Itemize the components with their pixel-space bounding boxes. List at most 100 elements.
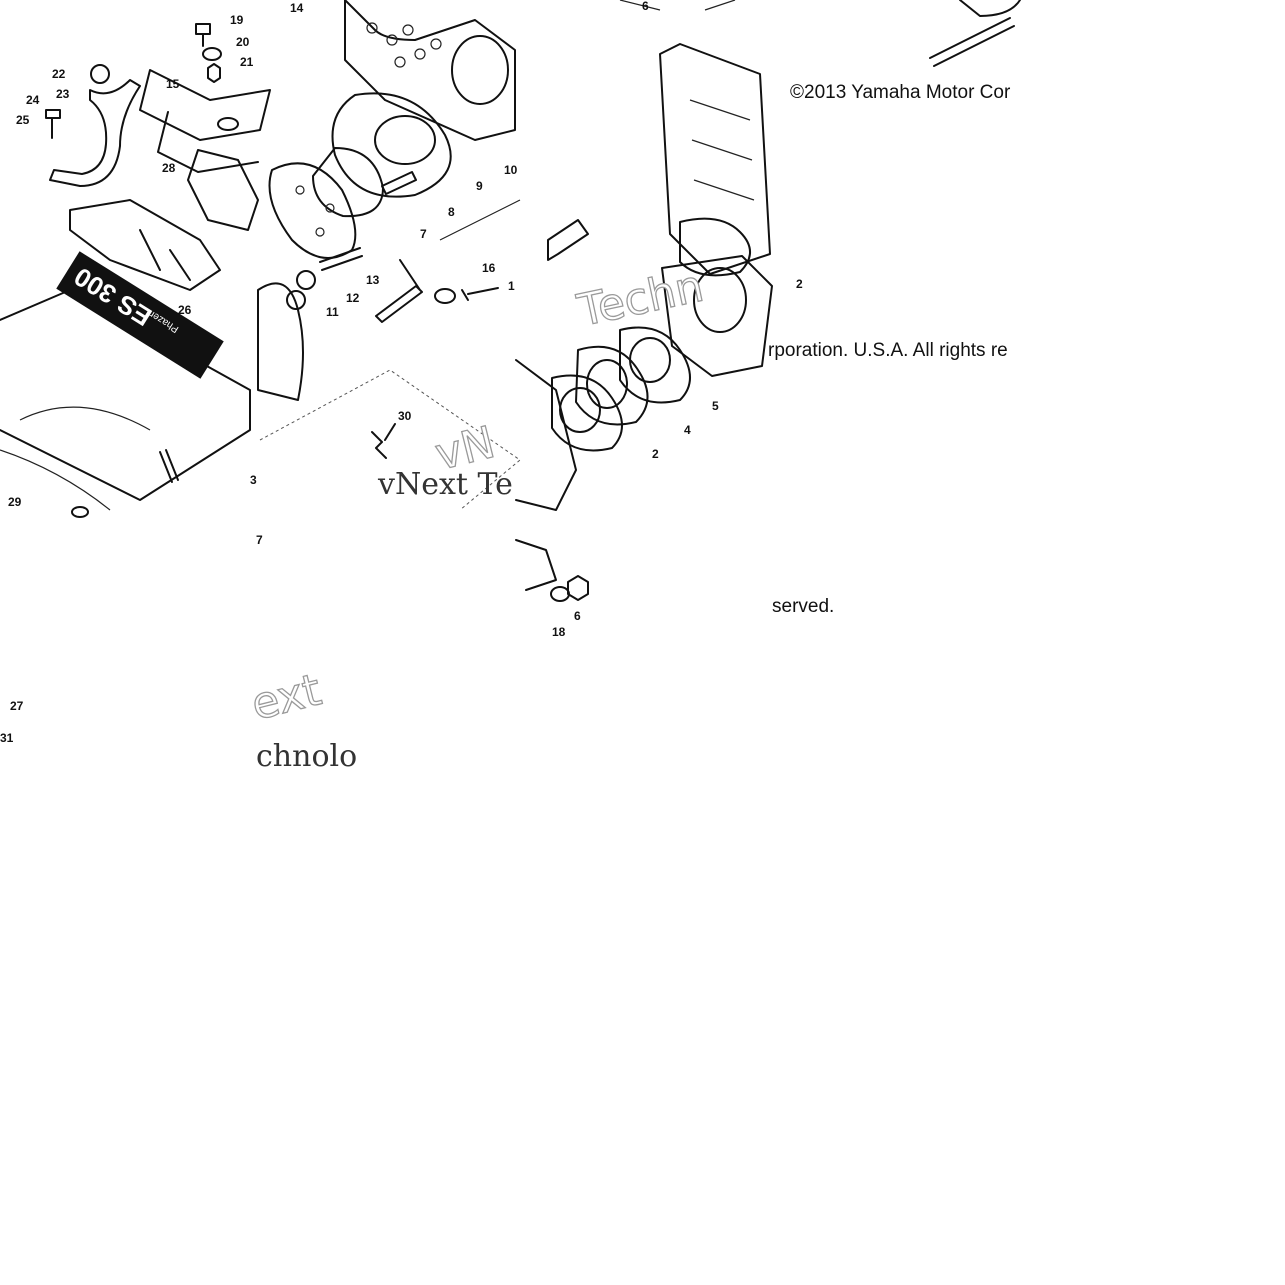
callout-30: 30	[398, 409, 412, 423]
collar-21-shape	[207, 63, 221, 83]
block-hole	[394, 56, 406, 68]
block-hole	[402, 24, 414, 36]
callout-3: 4	[684, 423, 691, 437]
engine-lower-shape	[515, 359, 577, 511]
nut-6-shape	[567, 575, 589, 601]
callout-11: 10	[504, 163, 518, 177]
dashed-outline-shape	[259, 369, 521, 511]
fwd-arrow-icon	[547, 219, 589, 261]
callout-18: 16	[482, 261, 496, 275]
block-fins-shape	[689, 99, 755, 201]
bolt-19-shape	[195, 23, 211, 47]
mount-shape	[515, 539, 557, 591]
callout-13: 12	[346, 291, 360, 305]
stud-top-right-shape	[929, 17, 1015, 67]
plate-hole	[315, 227, 325, 237]
right-assembly	[515, 0, 1021, 602]
callout-5: 18	[552, 625, 566, 639]
gasket-2-upper-shape	[679, 217, 751, 277]
cylinder-block-shape	[344, 0, 516, 141]
cover-contour-shape	[0, 406, 151, 511]
callout-labels: 19 20 21 22 23 24 25 15 28 26 29 14 10 9…	[0, 0, 803, 745]
gasket-10-hole	[374, 115, 436, 165]
callout-26: 26	[178, 303, 192, 317]
callout-24: 24	[26, 93, 40, 107]
left-assembly: ES 300 Phazer	[0, 23, 271, 518]
callout-7-left: 7	[256, 533, 263, 547]
carburetor-block-shape	[69, 199, 221, 291]
strap-23-shape	[49, 79, 141, 187]
watermark-chnolo: chnolo	[256, 739, 357, 774]
stud-9-shape	[381, 171, 417, 195]
bracket-hole-shape	[217, 117, 239, 131]
washer-20-shape	[202, 47, 222, 61]
engine-casing-shape	[257, 282, 304, 401]
callout-27: 27	[10, 699, 24, 713]
callout-4: 5	[712, 399, 719, 413]
washer-18-shape	[434, 288, 456, 304]
center-assembly	[257, 0, 521, 511]
leader-line	[704, 0, 736, 11]
callout-7: 6	[642, 0, 649, 13]
callout-16: 15	[166, 77, 180, 91]
block-hole	[414, 48, 426, 60]
decal-background-shape	[56, 251, 224, 379]
callout-2-upper: 2	[796, 277, 803, 291]
callout-12: 11	[326, 305, 339, 319]
nut-22-shape	[90, 64, 110, 84]
bracket-shape	[375, 259, 423, 323]
washer-13-shape	[296, 270, 316, 290]
gasket-8-shape	[312, 147, 384, 218]
plate-hole	[295, 185, 305, 195]
watermark: Techn vN vNext Te ext chnolo	[246, 260, 709, 774]
block-hole	[366, 22, 378, 34]
spring-3-shape	[159, 449, 179, 483]
callout-29: 29	[8, 495, 22, 509]
leader-line	[439, 199, 521, 241]
carburetor-bore	[693, 267, 747, 333]
pin-30-shape	[371, 423, 396, 459]
callout-9: 8	[448, 205, 455, 219]
bracket-16-shape	[139, 69, 271, 173]
bolt-1-shape	[461, 287, 499, 301]
callout-21: 21	[240, 55, 254, 69]
block-holes	[366, 22, 442, 68]
gasket-bore	[559, 387, 601, 433]
callout-3-left: 3	[250, 473, 257, 487]
gasket-10-shape	[331, 92, 452, 198]
block-hole	[430, 38, 442, 50]
bolt-14-shape	[319, 247, 363, 271]
washer-12-shape	[286, 290, 306, 310]
callout-14: 13	[366, 273, 380, 287]
insulator-4-shape	[619, 326, 691, 404]
watermark-vnext-tec: vNext Te	[377, 467, 513, 502]
callout-8: 7	[420, 227, 427, 241]
cover-29-shape	[0, 289, 251, 501]
bracket-top-right-shape	[959, 0, 1021, 17]
callout-15: 14	[290, 1, 304, 15]
grommet-shape	[71, 506, 89, 518]
engine-block-right-shape	[659, 43, 771, 275]
callout-2-lower: 2	[652, 447, 659, 461]
spacer-bore	[586, 359, 628, 409]
part-28-shape	[187, 149, 259, 231]
callout-6: 6	[574, 609, 581, 623]
callout-22: 22	[52, 67, 66, 81]
insulator-bore	[629, 337, 671, 383]
bolt-24-shape	[45, 109, 61, 139]
cylinder-bore-shape	[451, 35, 509, 105]
callout-20: 20	[236, 35, 250, 49]
callout-19: 19	[230, 13, 244, 27]
callout-25: 25	[16, 113, 30, 127]
copyright-notice: ©2013 Yamaha Motor Cor rporation. U.S.A.…	[768, 82, 1011, 617]
copyright-line-1: ©2013 Yamaha Motor Cor	[790, 82, 1011, 103]
washer-5-shape	[550, 586, 570, 602]
spacer-3-shape	[575, 345, 649, 426]
leader-line	[619, 0, 661, 11]
block-hole	[386, 34, 398, 46]
carburetor-shape	[661, 255, 773, 377]
callout-10: 9	[476, 179, 483, 193]
copyright-line-3: served.	[772, 596, 834, 617]
